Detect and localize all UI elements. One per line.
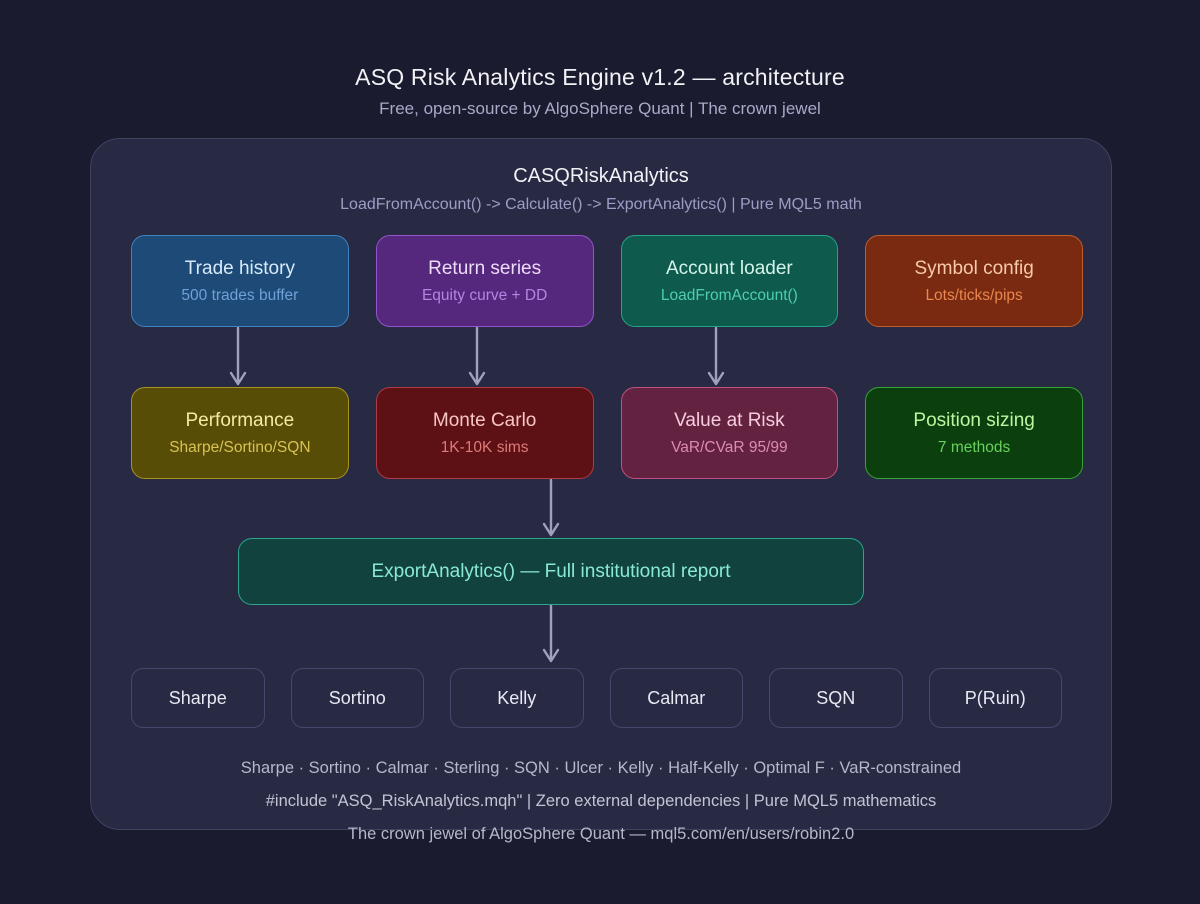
metric-chip-calmar: Calmar xyxy=(609,668,743,728)
node-title: Trade history xyxy=(184,257,295,279)
analytics-node-position-sizing: Position sizing 7 methods xyxy=(865,387,1083,479)
flow-arrow-trade-to-performance xyxy=(228,327,248,387)
flow-arrow-analytics-to-export xyxy=(541,479,561,538)
node-subtitle: 500 trades buffer xyxy=(181,286,299,304)
node-title: Performance xyxy=(185,409,295,431)
methods-footnote: Sharpe · Sortino · Calmar · Sterling · S… xyxy=(240,759,962,777)
input-node-trade-history: Trade history 500 trades buffer xyxy=(131,235,349,327)
page-title: ASQ Risk Analytics Engine v1.2 — archite… xyxy=(355,64,845,90)
flow-arrow-returns-to-montecarlo xyxy=(467,327,487,387)
node-subtitle: LoadFromAccount() xyxy=(660,286,798,304)
flow-arrow-account-to-var xyxy=(706,327,726,387)
node-subtitle: Lots/ticks/pips xyxy=(925,286,1023,304)
node-subtitle: 7 methods xyxy=(937,438,1011,456)
node-title: Monte Carlo xyxy=(432,409,537,431)
inputs-row: Trade history 500 trades buffer Return ser… xyxy=(131,235,1083,327)
metric-chip-sharpe: Sharpe xyxy=(131,668,265,728)
metric-chip-kelly: Kelly xyxy=(450,668,584,728)
metric-chip-sqn: SQN xyxy=(769,668,903,728)
metric-chip-p-ruin: P(Ruin) xyxy=(928,668,1062,728)
node-subtitle: Sharpe/Sortino/SQN xyxy=(169,438,311,456)
engine-panel: CASQRiskAnalytics LoadFromAccount() -> C… xyxy=(90,138,1112,843)
credit-footnote: The crown jewel of AlgoSphere Quant — mq… xyxy=(347,825,855,843)
node-title: Position sizing xyxy=(913,409,1035,431)
analytics-node-monte-carlo: Monte Carlo 1K-10K sims xyxy=(375,387,594,479)
engine-title: CASQRiskAnalytics xyxy=(513,165,689,187)
export-analytics-label: ExportAnalytics() — Full institutional r… xyxy=(371,560,731,582)
include-footnote: #include "ASQ_RiskAnalytics.mqh" | Zero … xyxy=(265,792,937,810)
node-subtitle: 1K-10K sims xyxy=(440,438,529,456)
node-subtitle: VaR/CVaR 95/99 xyxy=(671,438,788,456)
flow-arrow-export-to-metrics xyxy=(541,605,561,664)
node-title: Symbol config xyxy=(914,257,1034,279)
metrics-row: Sharpe Sortino Kelly Calmar SQN P(Ruin) xyxy=(131,668,1062,728)
metric-chip-sortino: Sortino xyxy=(290,668,424,728)
engine-pipeline-subtitle: LoadFromAccount() -> Calculate() -> Expo… xyxy=(340,196,862,213)
node-title: Account loader xyxy=(666,257,793,279)
export-analytics-node: ExportAnalytics() — Full institutional r… xyxy=(238,538,864,605)
page-subtitle: Free, open-source by AlgoSphere Quant | … xyxy=(379,99,821,118)
node-title: Value at Risk xyxy=(674,409,785,431)
node-title: Return series xyxy=(428,257,542,279)
node-subtitle: Equity curve + DD xyxy=(421,286,548,304)
